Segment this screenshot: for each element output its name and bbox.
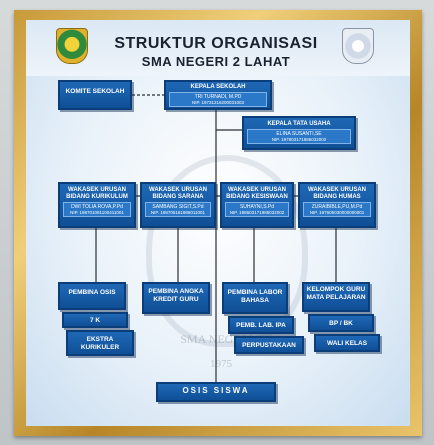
wakasek-kesiswaan-inner: SUHAYNI,S.Pd NIP. 198603171986032002 [225, 202, 289, 217]
wakasek-sarana-label: WAKASEK URUSAN BIDANG SARANA [148, 187, 207, 200]
page-title: STRUKTUR ORGANISASI [114, 35, 318, 52]
pemb-lab-ipa-box: PEMB. LAB. IPA [228, 316, 294, 334]
osis-siswa-box: OSIS SISWA [156, 382, 276, 402]
tujuh-k-label: 7 K [89, 317, 101, 324]
komite-label: KOMITE SEKOLAH [65, 88, 125, 95]
regency-emblem-logo [56, 28, 88, 64]
connector-lines [95, 94, 337, 382]
ekstra-kurikuler-label: EKSTRA KURIKULER [80, 336, 120, 351]
wakasek-sarana-box: WAKASEK URUSAN BIDANG SARANA SAMBANG SIG… [140, 182, 216, 228]
wakasek-kesiswaan-label: WAKASEK URUSAN BIDANG KESISWAAN [226, 187, 288, 200]
kepala-tu-inner: ELINA SUSANTI,SE NIP. 197803171986032002 [247, 129, 351, 144]
perpustakaan-label: PERPUSTAKAAN [242, 342, 296, 349]
wakasek-humas-box: WAKASEK URUSAN BIDANG HUMAS ZURAIBIBLE,P… [298, 182, 376, 228]
pembina-osis-box: PEMBINA OSIS [58, 282, 126, 310]
wakasek-humas-nip: NIP. 197605030000000001 [309, 210, 365, 215]
ekstra-kurikuler-box: EKSTRA KURIKULER [66, 330, 134, 356]
kelompok-guru-label: KELOMPOK GURU MATA PELAJARAN [306, 286, 366, 301]
pembina-labor-bahasa-box: PEMBINA LABOR BAHASA [222, 282, 288, 314]
page-subtitle: SMA NEGERI 2 LAHAT [141, 54, 291, 69]
wakasek-kesiswaan-box: WAKASEK URUSAN BIDANG KESISWAAN SUHAYNI,… [220, 182, 294, 228]
wakasek-kurikulum-box: WAKASEK URUSAN BIDANG KURIKULUM DWI TOLI… [58, 182, 136, 228]
wakasek-kurikulum-label: WAKASEK URUSAN BIDANG KURIKULUM [66, 187, 128, 200]
bp-bk-label: BP / BK [329, 320, 353, 327]
wali-kelas-label: WALI KELAS [326, 340, 368, 347]
pembina-osis-label: PEMBINA OSIS [68, 289, 116, 296]
wakasek-sarana-inner: SAMBANG SIGIT,S.Pd NIP. 1987051619860110… [145, 202, 211, 217]
wakasek-humas-name: ZURAIBIBLE,PU,M.Pd [311, 204, 363, 210]
kepala-tu-label: KEPALA TATA USAHA [267, 121, 331, 127]
kelompok-guru-box: KELOMPOK GURU MATA PELAJARAN [302, 282, 370, 312]
osis-siswa-label: OSIS SISWA [182, 386, 250, 395]
pemb-lab-ipa-label: PEMB. LAB. IPA [236, 322, 286, 329]
wakasek-kesiswaan-nip: NIP. 198603171986032002 [229, 210, 285, 215]
school-emblem-watermark [146, 155, 308, 347]
pembina-labor-bahasa-label: PEMBINA LABOR BAHASA [227, 289, 283, 304]
wali-kelas-box: WALI KELAS [314, 334, 380, 352]
kepala-sekolah-label: KEPALA SEKOLAH [190, 84, 246, 90]
kepala-sekolah-nip: NIP. 19731216200031003 [192, 100, 244, 105]
kepala-tata-usaha-box: KEPALA TATA USAHA ELINA SUSANTI,SE NIP. … [242, 116, 356, 150]
school-emblem-logo [342, 28, 374, 64]
kepala-sekolah-inner: TRI TURNADI, M.PD NIP. 19731216200031003 [169, 92, 267, 107]
kepala-tu-nip: NIP. 197803171986032002 [271, 137, 327, 142]
kepala-sekolah-box: KEPALA SEKOLAH TRI TURNADI, M.PD NIP. 19… [164, 80, 272, 110]
pembina-angka-kredit-box: PEMBINA ANGKA KREDIT GURU [142, 282, 210, 314]
bp-bk-box: BP / BK [308, 314, 374, 332]
wakasek-kurikulum-inner: DWI TOLIA ROVA,P.Pd NIP. 198701091100411… [63, 202, 131, 217]
wakasek-kesiswaan-name: SUHAYNI,S.Pd [239, 204, 275, 210]
wakasek-kurikulum-nip: NIP. 198701091100411001 [70, 210, 124, 215]
komite-sekolah-box: KOMITE SEKOLAH [58, 80, 132, 110]
tujuh-k-box: 7 K [62, 312, 128, 328]
kepala-sekolah-name: TRI TURNADI, M.PD [194, 94, 242, 100]
wakasek-humas-inner: ZURAIBIBLE,PU,M.Pd NIP. 1976050300000000… [303, 202, 371, 217]
wakasek-humas-label: WAKASEK URUSAN BIDANG HUMAS [307, 187, 366, 200]
wakasek-kurikulum-name: DWI TOLIA ROVA,P.Pd [71, 204, 123, 210]
kepala-tu-name: ELINA SUSANTI,SE [276, 131, 322, 137]
wakasek-sarana-nip: NIP. 198705161986011001 [150, 210, 206, 215]
org-chart-board: SMA NEGERI 2 1975 STRUKTUR ORGANISASI SM… [26, 20, 410, 426]
wakasek-sarana-name: SAMBANG SIGIT,S.Pd [152, 204, 204, 210]
perpustakaan-box: PERPUSTAKAAN [234, 336, 304, 354]
pembina-angka-kredit-label: PEMBINA ANGKA KREDIT GURU [148, 288, 204, 303]
